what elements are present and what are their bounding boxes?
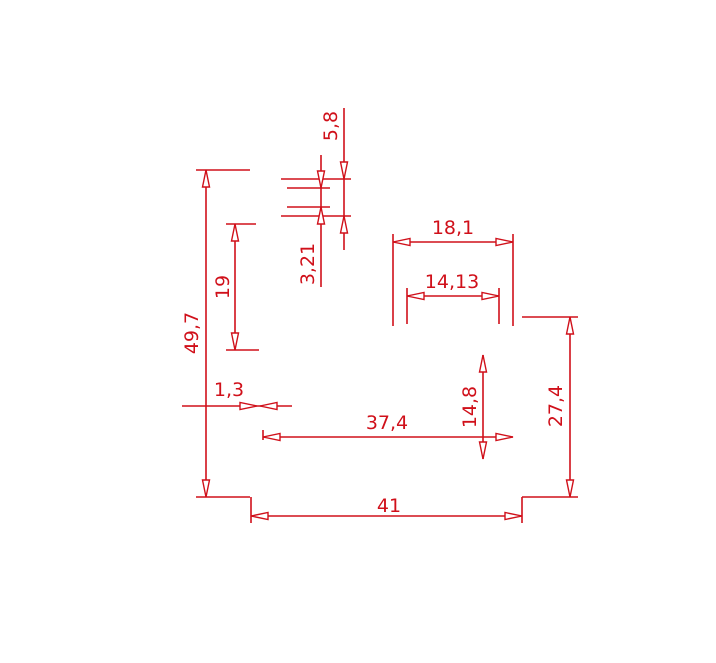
arrow-down-icon: [316, 170, 326, 189]
dim-label-slot-height: 3,21: [297, 243, 319, 285]
arrow-up-icon: [478, 354, 488, 373]
arrow-down-icon: [478, 441, 488, 460]
dim-label-outer-width: 18,1: [432, 217, 474, 239]
arrow-up-icon: [565, 316, 575, 335]
dim-label-total-height: 49,7: [181, 312, 203, 354]
dimension-base-width: 41: [250, 495, 523, 521]
extension-lines: [196, 169, 578, 523]
arrow-up-icon: [201, 169, 211, 188]
arrow-up-icon: [339, 215, 349, 234]
arrow-right-icon: [239, 401, 258, 411]
dimension-outer-width: 18,1: [392, 217, 514, 247]
arrow-left-icon: [392, 237, 411, 247]
arrow-down-icon: [201, 479, 211, 498]
dim-label-right-height: 27,4: [545, 385, 567, 427]
arrow-up-icon: [316, 206, 326, 225]
arrow-up-icon: [230, 223, 240, 242]
dimension-inner-height: 19: [212, 223, 240, 351]
dim-label-small-gap: 1,3: [214, 379, 244, 401]
dimension-rise-height: 14,8: [459, 354, 488, 460]
dimension-span-width: 37,4: [262, 412, 514, 442]
dim-label-rise-height: 14,8: [459, 386, 481, 428]
arrow-down-icon: [339, 161, 349, 180]
dim-label-inner-width: 14,13: [425, 271, 479, 293]
dim-label-inner-height: 19: [212, 275, 234, 299]
arrow-right-icon: [495, 237, 514, 247]
dimension-total-height: 49,7: [181, 169, 211, 498]
dimension-right-height: 27,4: [545, 316, 575, 498]
dimension-top-offset: 5,8: [320, 108, 349, 250]
arrow-left-icon: [250, 511, 269, 521]
arrow-right-icon: [481, 291, 500, 301]
dimension-small-gap: 1,3: [182, 379, 292, 411]
dim-label-top-offset: 5,8: [320, 111, 342, 141]
arrow-left-icon: [406, 291, 425, 301]
dim-label-span-width: 37,4: [366, 412, 408, 434]
arrow-left-icon: [259, 401, 278, 411]
arrow-down-icon: [230, 332, 240, 351]
dimension-slot-height: 3,21: [297, 155, 326, 287]
arrow-down-icon: [565, 479, 575, 498]
dimension-inner-width: 14,13: [406, 271, 500, 301]
arrow-right-icon: [495, 432, 514, 442]
arrow-left-icon: [262, 432, 281, 442]
dim-label-base-width: 41: [377, 495, 401, 517]
arrow-right-icon: [504, 511, 523, 521]
